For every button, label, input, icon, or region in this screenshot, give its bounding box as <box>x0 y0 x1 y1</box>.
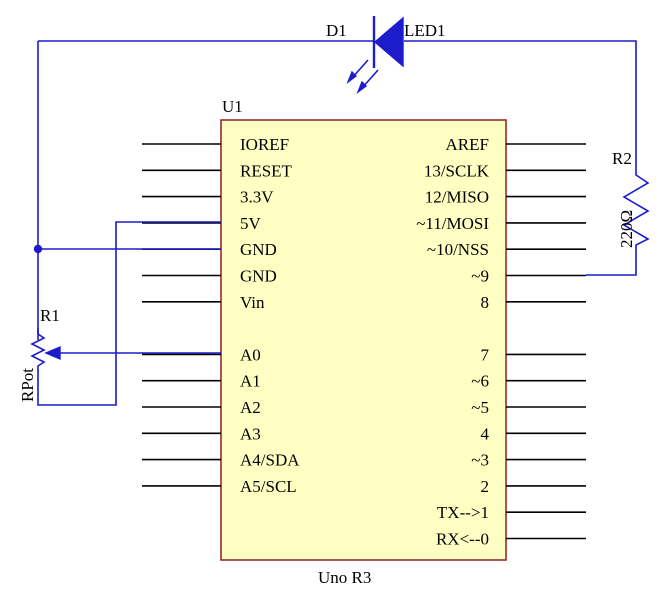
wire-top-led <box>38 40 637 165</box>
left-pin-label: A2 <box>240 398 261 417</box>
pot-zigzag-icon <box>30 328 46 372</box>
left-pin-label: A0 <box>240 345 261 364</box>
led-ref-label: D1 <box>326 21 347 40</box>
led-triangle-icon <box>373 16 404 68</box>
led-name-label: LED1 <box>404 21 446 40</box>
right-pin-label: ~6 <box>471 372 489 391</box>
wires <box>37 40 637 406</box>
potentiometer-r1: R1 RPot <box>18 306 61 402</box>
gnd-junction-dot <box>33 244 43 254</box>
right-pin-label: 13/SCLK <box>424 161 490 180</box>
right-pin-label: 12/MISO <box>425 188 489 207</box>
left-pin-label: IOREF <box>240 135 289 154</box>
right-pin-label: TX-->1 <box>437 503 489 522</box>
led-arrowhead-2-icon <box>356 80 368 95</box>
wire-r2-pin9 <box>586 250 637 276</box>
left-pin-label: A1 <box>240 372 261 391</box>
left-pin-label: GND <box>240 240 277 259</box>
chip-ref-label: U1 <box>222 97 243 116</box>
right-pin-label: 4 <box>481 424 490 443</box>
left-pin-label: A3 <box>240 424 261 443</box>
left-pin-label: 5V <box>240 214 262 233</box>
led-arrowhead-1-icon <box>346 70 358 85</box>
right-pin-label: ~3 <box>471 451 489 470</box>
right-pin-label: ~5 <box>471 398 489 417</box>
pot-wiper-arrow-icon <box>44 345 61 361</box>
right-pin-label: ~11/MOSI <box>416 214 489 233</box>
left-pin-label: 3.3V <box>240 188 274 207</box>
right-pin-label: ~10/NSS <box>427 240 489 259</box>
resistor-ref-label: R2 <box>612 149 632 168</box>
right-pin-label: AREF <box>446 135 489 154</box>
left-pin-label: Vin <box>240 293 265 312</box>
right-pin-label: RX<--0 <box>436 530 489 549</box>
left-pin-label: GND <box>240 267 277 286</box>
right-pin-label: 2 <box>481 477 490 496</box>
pot-ref-label: R1 <box>40 306 60 325</box>
chip-right-pins: AREF 13/SCLK 12/MISO ~11/MOSI ~10/NSS ~9 8 7 ~6 ~… <box>416 135 586 549</box>
right-pin-label: 7 <box>481 345 490 364</box>
resistor-value-label: 220Ω <box>617 210 636 248</box>
left-pin-label: RESET <box>240 161 293 180</box>
left-pin-label: A5/SCL <box>240 477 297 496</box>
right-pin-label: 8 <box>481 293 490 312</box>
wire-5v <box>37 221 221 406</box>
resistor-r2: R2 220Ω <box>612 149 650 250</box>
chip-name-label: Uno R3 <box>318 568 371 587</box>
left-pin-label: A4/SDA <box>240 451 300 470</box>
led-d1: D1 LED1 <box>326 16 446 95</box>
resistor-zigzag-icon <box>622 165 650 250</box>
pot-name-label: RPot <box>18 368 37 402</box>
right-pin-label: ~9 <box>471 267 489 286</box>
uno-r3-chip-body <box>220 119 507 561</box>
